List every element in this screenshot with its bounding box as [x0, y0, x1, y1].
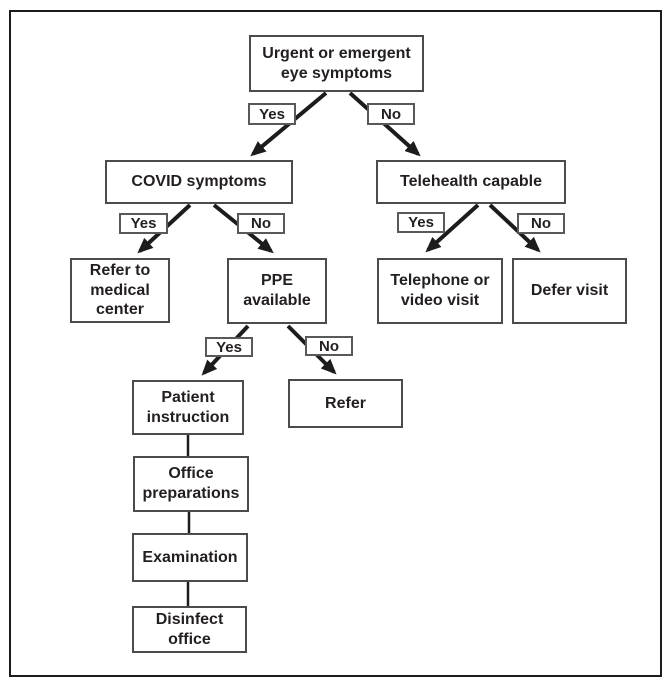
edge-label-urgent-yes: Yes: [248, 103, 296, 125]
arrow-telehealth-yes: [425, 203, 480, 253]
node-office-preparations: Office preparations: [133, 456, 249, 512]
edge-label-covid-no: No: [237, 213, 285, 234]
node-defer-visit: Defer visit: [512, 258, 627, 324]
node-patient-instruction: Patient instruction: [132, 380, 244, 435]
node-telehealth-capable: Telehealth capable: [376, 160, 566, 204]
node-refer-to-medical-center: Refer to medical center: [70, 258, 170, 323]
node-examination: Examination: [132, 533, 248, 582]
edge-label-ppe-yes: Yes: [205, 337, 253, 357]
node-telephone-or-video-visit: Telephone or video visit: [377, 258, 503, 324]
edge-label-urgent-no: No: [367, 103, 415, 125]
node-disinfect-office: Disinfect office: [132, 606, 247, 653]
node-ppe-available: PPE available: [227, 258, 327, 324]
node-refer: Refer: [288, 379, 403, 428]
arrow-telehealth-no: [488, 203, 541, 253]
node-covid-symptoms: COVID symptoms: [105, 160, 293, 204]
edge-label-ppe-no: No: [305, 336, 353, 356]
edge-label-telehealth-no: No: [517, 213, 565, 234]
node-urgent-or-emergent-eye-symptoms: Urgent or emergent eye symptoms: [249, 35, 424, 92]
edge-label-covid-yes: Yes: [119, 213, 168, 234]
edge-label-telehealth-yes: Yes: [397, 212, 445, 233]
